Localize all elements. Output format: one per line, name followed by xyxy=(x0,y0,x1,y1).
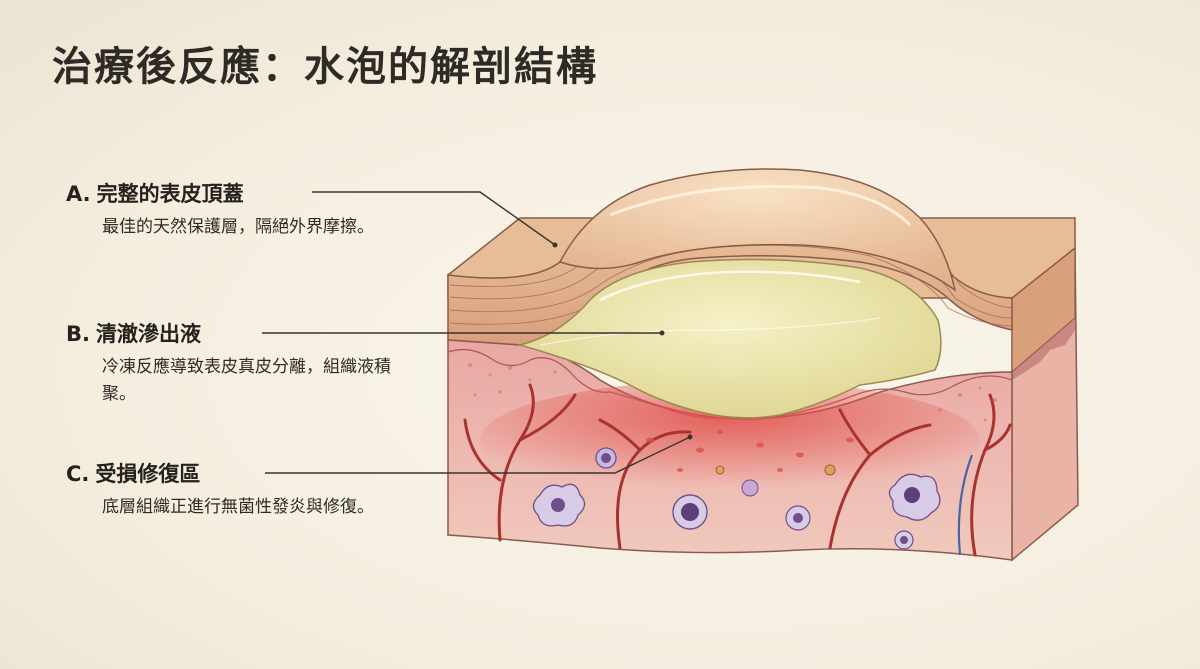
blood-vessel xyxy=(970,393,996,557)
leader-line-a xyxy=(312,191,556,246)
callout-b-heading: B.清澈滲出液 xyxy=(66,322,201,346)
blood-vessel xyxy=(497,383,535,542)
callout-c-heading: C.受損修復區 xyxy=(66,462,201,486)
leader-line-c xyxy=(265,436,691,474)
blister-fluid xyxy=(517,258,942,419)
callout-b: B.清澈滲出液 冷凍反應導致表皮真皮分離，組織液積聚。 xyxy=(66,318,396,408)
page-title: 治療後反應：水泡的解剖結構 xyxy=(52,43,598,90)
callout-c: C.受損修復區 底層組織正進行無菌性發炎與修復。 xyxy=(66,458,396,521)
immune-cells xyxy=(532,447,941,550)
callout-c-description: 底層組織正進行無菌性發炎與修復。 xyxy=(102,497,374,517)
callout-a: A.完整的表皮頂蓋 最佳的天然保護層，隔絕外界摩擦。 xyxy=(66,178,396,241)
inflammation-zone xyxy=(480,380,980,500)
callout-a-heading: A.完整的表皮頂蓋 xyxy=(66,182,244,206)
callout-a-description: 最佳的天然保護層，隔絕外界摩擦。 xyxy=(102,217,374,237)
callout-b-description: 冷凍反應導致表皮真皮分離，組織液積聚。 xyxy=(102,357,391,404)
blood-vessel xyxy=(616,430,692,550)
